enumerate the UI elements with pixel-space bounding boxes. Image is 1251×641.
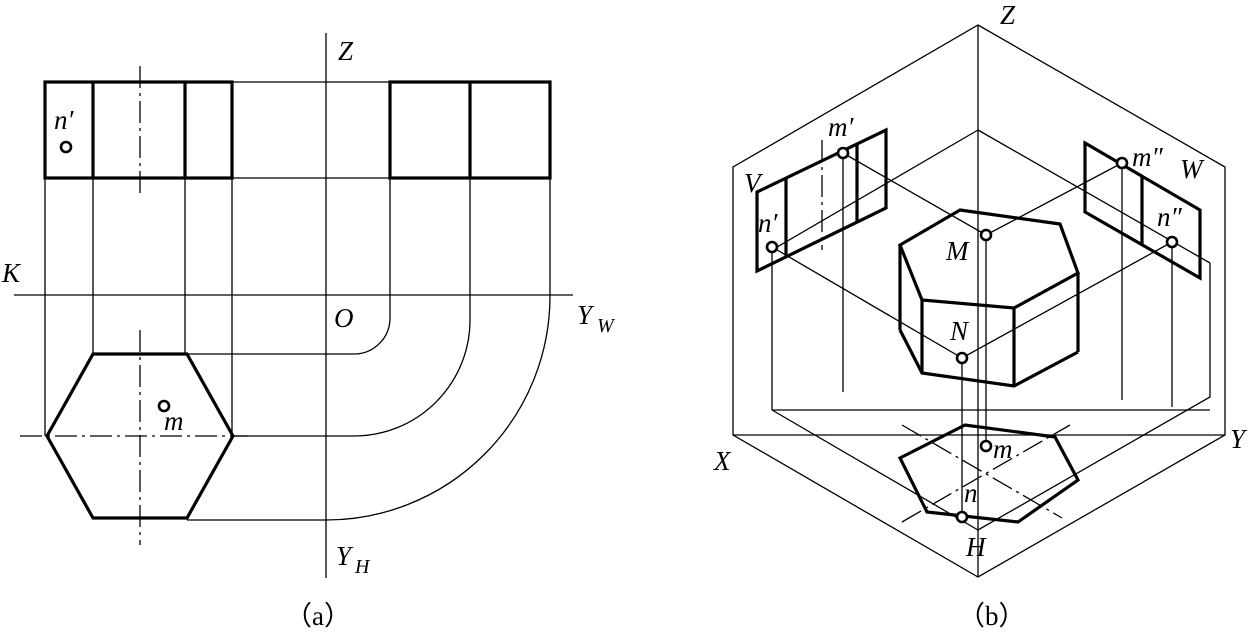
transfer-arc (187, 178, 551, 521)
h-plane-center-line (901, 424, 1063, 519)
label-h-plane: H (965, 532, 987, 562)
front-view-outline (43, 80, 234, 180)
label-y-w-subscript: W (597, 315, 616, 337)
label-n: n (964, 478, 978, 508)
point-N (955, 351, 969, 365)
point-m (979, 439, 993, 453)
label-z-axis: Z (1000, 0, 1016, 30)
caption-b: （b） (958, 601, 1026, 631)
label-m-dprime: m″ (1132, 142, 1163, 172)
figure-a-orthographic-views: Z K O Y W Y H n′ m （a） (1, 33, 616, 631)
label-y-w: Y (577, 300, 595, 330)
ray-n (771, 241, 1173, 359)
point-n-dprime (1165, 235, 1179, 249)
point-m (157, 399, 171, 413)
label-n-prime: n′ (54, 105, 75, 135)
inner-frame-edge (771, 263, 1211, 531)
label-n-prime: n′ (758, 208, 779, 238)
transfer-arc (187, 178, 391, 355)
label-m: m (164, 406, 184, 436)
h-plane-center-line (901, 424, 1071, 523)
label-m: m (993, 434, 1013, 464)
label-origin: O (334, 303, 354, 333)
point-n-prime (59, 140, 73, 154)
point-n-prime (765, 240, 779, 254)
label-v-plane: V (744, 168, 764, 198)
label-y-h: Y (336, 541, 354, 571)
prism-bottom-edge (898, 329, 1079, 388)
label-N: N (949, 316, 970, 346)
point-m-prime (836, 146, 850, 160)
label-w-plane: W (1180, 154, 1205, 184)
label-y-axis: Y (1230, 424, 1248, 454)
label-m-prime: m′ (828, 112, 854, 142)
point-m-dprime (1115, 156, 1129, 170)
label-x-axis: X (713, 446, 732, 476)
caption-a: （a） (285, 601, 351, 631)
projection-box-outline (732, 24, 1226, 578)
label-M: M (945, 236, 970, 266)
w-plane-sketch (1083, 140, 1202, 281)
label-z-axis: Z (338, 36, 354, 66)
label-n-dprime: n″ (1157, 202, 1183, 232)
prism-top-face (898, 208, 1080, 310)
point-M (979, 228, 993, 242)
figure-b-pictorial-view: Z X Y V W H M N m′ n′ m″ n″ m n （b） (713, 0, 1248, 631)
point-n (955, 510, 969, 524)
label-k: K (1, 258, 22, 288)
transfer-arc (233, 178, 471, 437)
h-plane-sketch (897, 423, 1081, 524)
label-y-h-subscript: H (354, 556, 371, 578)
